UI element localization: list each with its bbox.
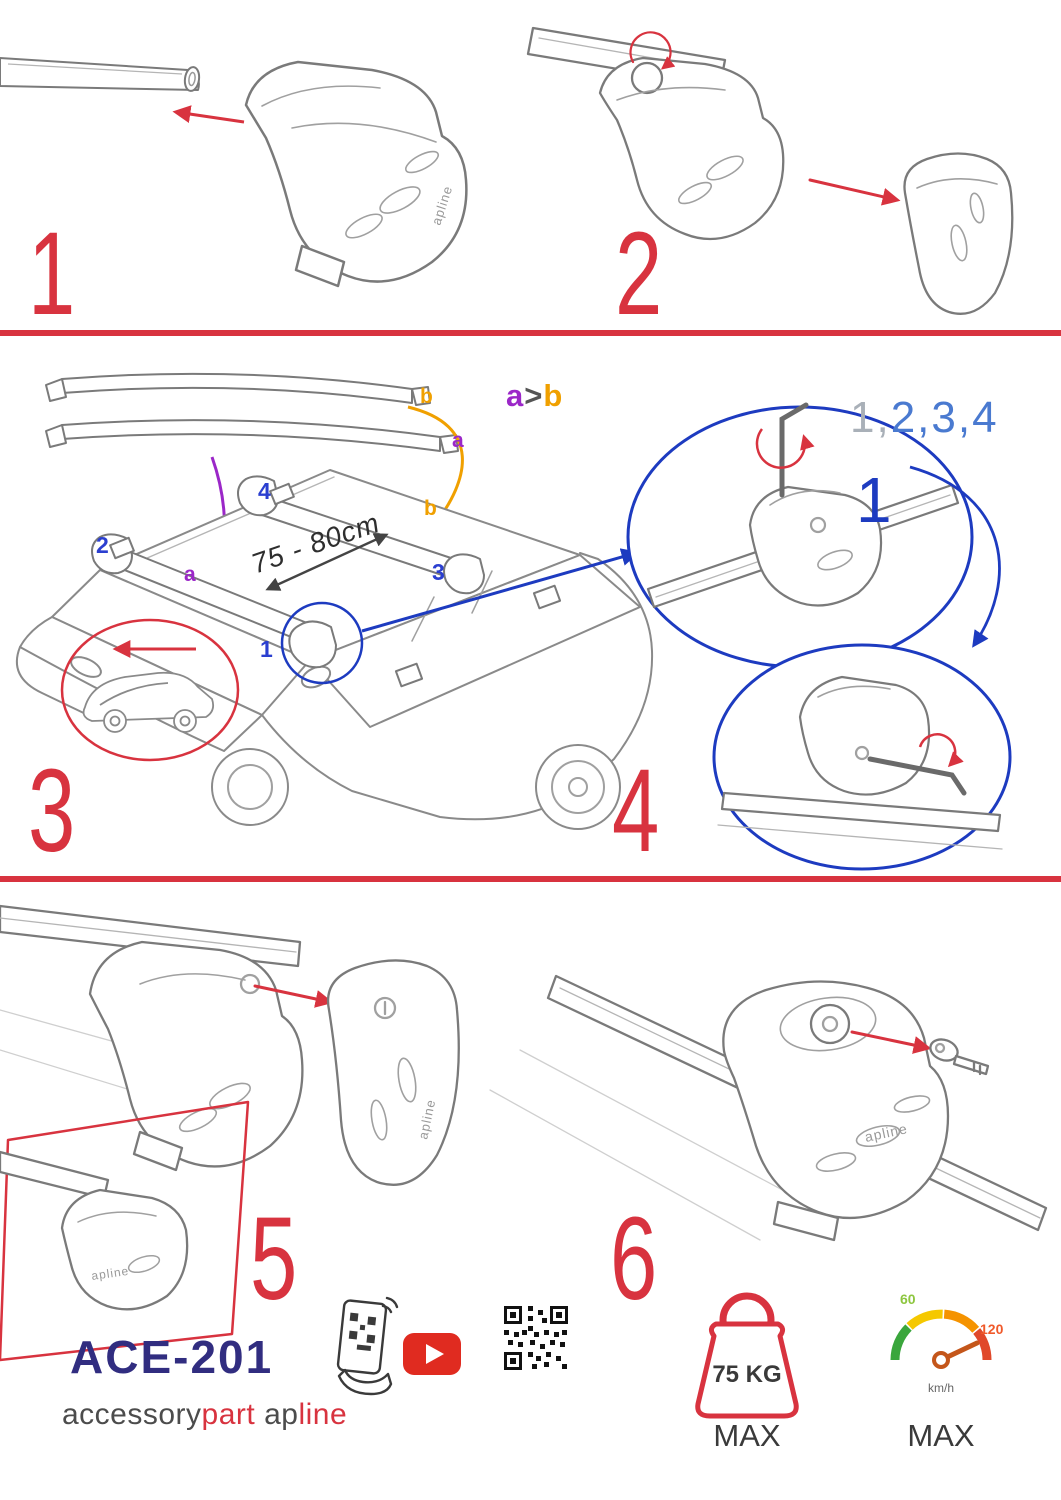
foot-position-4 — [237, 475, 279, 517]
position-3-label: 3 — [432, 559, 445, 585]
foot-1-highlight-circle — [280, 601, 364, 685]
tighten-sequence-label: 1,2,3,4 — [850, 393, 999, 442]
step5-group: apline apline — [0, 904, 460, 1362]
weight-max-label: MAX — [713, 1418, 781, 1453]
step1-step2-illustration: apline — [0, 26, 1014, 315]
remove-cover-arrow — [808, 178, 901, 206]
foot-position-1 — [288, 620, 337, 669]
car-direction-inset — [60, 618, 240, 762]
loose-bar-b-label: b — [420, 385, 433, 408]
step-number-6: 6 — [610, 1193, 658, 1325]
locked-foot: apline — [722, 980, 950, 1242]
foot-body — [88, 940, 304, 1172]
rotate-arrow — [629, 31, 676, 70]
crossbar-tube — [0, 57, 201, 92]
detail-callout-1: 1 — [856, 464, 892, 536]
step-number-3: 3 — [28, 745, 76, 877]
side-cover — [903, 152, 1014, 315]
weight-limit-icon: 75 KG — [695, 1292, 799, 1419]
foot-brand-text: apline — [90, 1264, 130, 1283]
detail-connector-arrow — [361, 548, 640, 633]
rotate-key-arrow-side — [918, 733, 964, 768]
loose-bar-a-label: a — [452, 429, 464, 452]
speedometer-icon: 60 120 km/h — [890, 1291, 1004, 1395]
brand-name: accessorypart apline — [62, 1398, 348, 1431]
key-icon — [929, 1038, 990, 1076]
inset-bar — [0, 1150, 110, 1200]
allen-key-side — [867, 756, 967, 796]
insert-bar-arrow — [172, 105, 245, 124]
position-4-label: 4 — [258, 478, 271, 504]
crossbar-b — [45, 372, 431, 406]
youtube-icon — [403, 1333, 461, 1375]
position-a-label: a — [184, 563, 196, 586]
rotate-key-arrow — [755, 428, 815, 469]
section-divider-1 — [0, 330, 1061, 336]
step5-step6-illustration: apline apline — [0, 904, 1048, 1362]
section-divider-2 — [0, 876, 1061, 882]
model-number: ACE-201 — [70, 1331, 274, 1383]
step6-group: apline — [489, 974, 1048, 1242]
detail-connector-curve — [909, 465, 1001, 648]
step-number-1: 1 — [28, 208, 76, 340]
assembled-foot — [598, 31, 785, 241]
attach-cover-arrow — [253, 984, 334, 1008]
position-b-label: b — [424, 497, 437, 520]
step-number-4: 4 — [612, 745, 660, 877]
step3-step4-illustration — [15, 372, 1012, 871]
step-number-5: 5 — [250, 1193, 298, 1325]
step2-group — [526, 26, 1014, 315]
position-2-label: 2 — [96, 532, 109, 558]
detail-side-tighten — [712, 643, 1012, 871]
phone-qr-scan-icon — [336, 1296, 399, 1396]
speed-max-label: MAX — [907, 1418, 975, 1453]
position-1-label: 1 — [260, 636, 273, 662]
adjuster-knob — [630, 61, 664, 95]
crossbar-a — [45, 419, 459, 454]
foot-with-clamp-arm: apline — [244, 60, 468, 288]
allen-key-vertical — [779, 402, 809, 498]
foot-position-3 — [443, 553, 485, 595]
cover-shell: apline — [326, 959, 460, 1186]
order-label: a>b — [506, 378, 564, 413]
speed-min-label: 60 — [900, 1291, 916, 1307]
distance-arrow — [265, 533, 389, 591]
finished-foot-frame — [0, 1100, 250, 1362]
speed-max-value-label: 120 — [980, 1321, 1004, 1337]
lock-cylinder — [809, 1003, 851, 1045]
step-number-2: 2 — [615, 208, 663, 340]
detail-top-tighten — [626, 402, 974, 669]
inset-foot: apline — [60, 1188, 189, 1311]
qr-code-icon — [504, 1306, 568, 1370]
insert-key-arrow — [850, 1030, 932, 1054]
weight-value: 75 KG — [712, 1361, 781, 1388]
speed-unit-label: km/h — [928, 1381, 954, 1395]
